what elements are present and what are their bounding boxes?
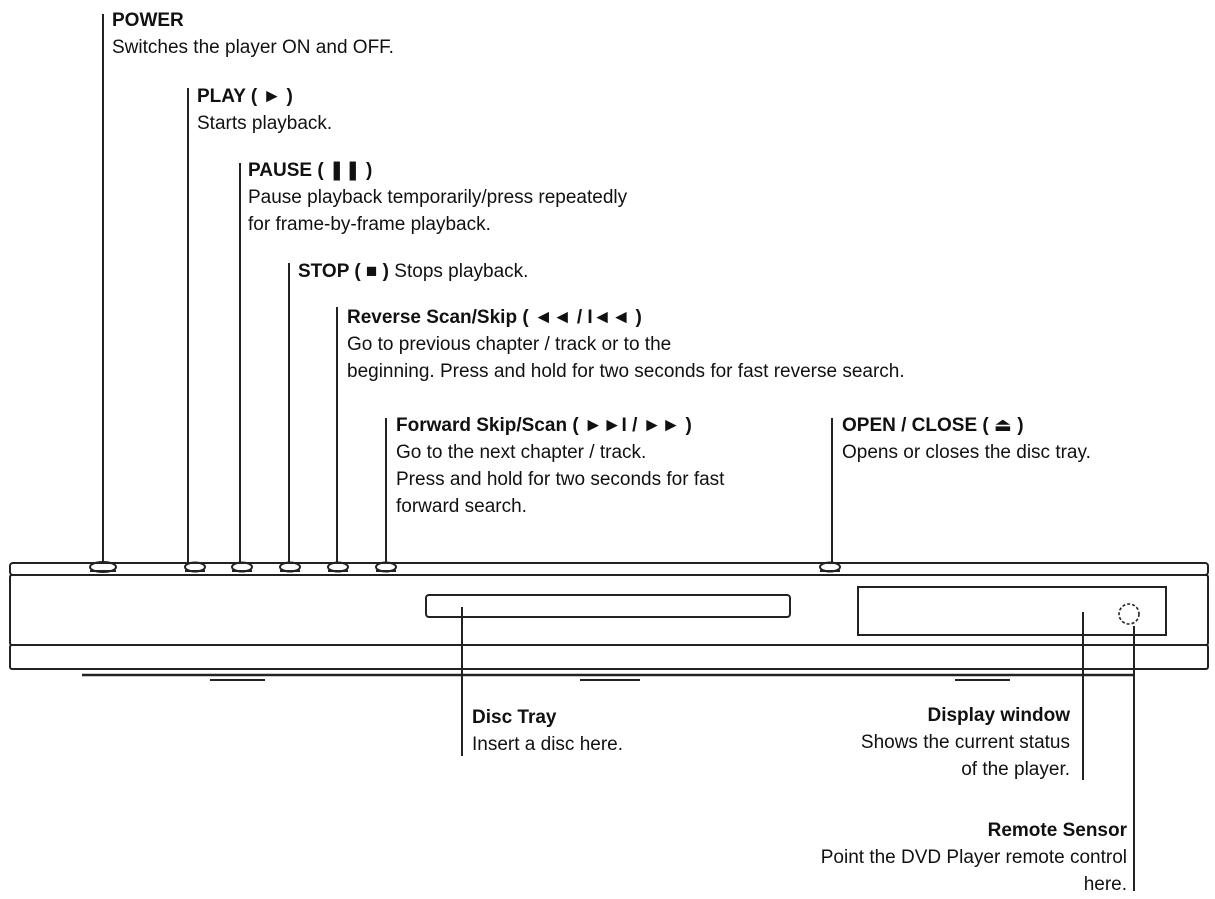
callout-display-window: Display window Shows the current status … (861, 702, 1070, 783)
stop-button[interactable] (279, 561, 301, 573)
power-title: POWER (112, 10, 184, 31)
reverse-skip-button[interactable] (327, 561, 349, 573)
disc-tray-title: Disc Tray (472, 707, 557, 728)
remote-sensor-title: Remote Sensor (987, 820, 1127, 841)
callout-stop: STOP ( ■ ) Stops playback. (298, 258, 528, 285)
callout-reverse: Reverse Scan/Skip ( ◄◄ / I◄◄ ) Go to pre… (347, 304, 905, 385)
forward-skip-button[interactable] (375, 561, 397, 573)
remote-sensor-desc-line-1: Point the DVD Player remote control (820, 847, 1127, 868)
callout-play: PLAY ( ► ) Starts playback. (197, 83, 332, 137)
pause-desc-line-2: for frame-by-frame playback. (248, 214, 491, 235)
forward-desc-line-3: forward search. (396, 496, 527, 517)
stop-title: STOP ( ■ ) (298, 261, 390, 282)
pause-button[interactable] (231, 561, 253, 573)
display-window-desc-line-1: Shows the current status (860, 732, 1070, 753)
display-window-panel (857, 586, 1167, 636)
callout-power: POWER Switches the player ON and OFF. (112, 7, 394, 61)
callout-open-close: OPEN / CLOSE ( ⏏ ) Opens or closes the d… (842, 412, 1091, 466)
play-desc: Starts playback. (197, 113, 333, 134)
disc-tray-desc: Insert a disc here. (472, 734, 624, 755)
disc-tray-slot (425, 594, 791, 618)
remote-sensor-icon (1118, 603, 1140, 625)
reverse-title: Reverse Scan/Skip ( ◄◄ / I◄◄ ) (347, 307, 642, 328)
reverse-desc-line-2: beginning. Press and hold for two second… (347, 361, 905, 382)
player-top-bar (9, 562, 1209, 576)
power-desc: Switches the player ON and OFF. (112, 37, 394, 58)
forward-title: Forward Skip/Scan ( ►►I / ►► ) (396, 415, 692, 436)
display-window-desc-line-2: of the player. (961, 759, 1070, 780)
callout-disc-tray: Disc Tray Insert a disc here. (472, 704, 623, 758)
player-lower-band (9, 644, 1209, 670)
open-close-button[interactable] (819, 561, 841, 573)
play-title: PLAY ( ► ) (197, 86, 293, 107)
display-window-title: Display window (927, 705, 1070, 726)
callout-pause: PAUSE ( ❚❚ ) Pause playback temporarily/… (248, 157, 627, 238)
callout-remote-sensor: Remote Sensor Point the DVD Player remot… (821, 817, 1127, 898)
forward-desc-line-2: Press and hold for two seconds for fast (396, 469, 725, 490)
pause-title: PAUSE ( ❚❚ ) (248, 160, 373, 181)
remote-sensor-desc-line-2: here. (1083, 874, 1127, 895)
stop-desc: Stops playback. (394, 261, 529, 282)
player-body (9, 562, 1209, 681)
open-close-title: OPEN / CLOSE ( ⏏ ) (842, 415, 1024, 436)
reverse-desc-line-1: Go to previous chapter / track or to the (347, 334, 672, 355)
play-button[interactable] (184, 561, 206, 573)
forward-desc-line-1: Go to the next chapter / track. (396, 442, 647, 463)
open-close-desc: Opens or closes the disc tray. (842, 442, 1091, 463)
callout-forward: Forward Skip/Scan ( ►►I / ►► ) Go to the… (396, 412, 724, 520)
pause-desc-line-1: Pause playback temporarily/press repeate… (248, 187, 628, 208)
